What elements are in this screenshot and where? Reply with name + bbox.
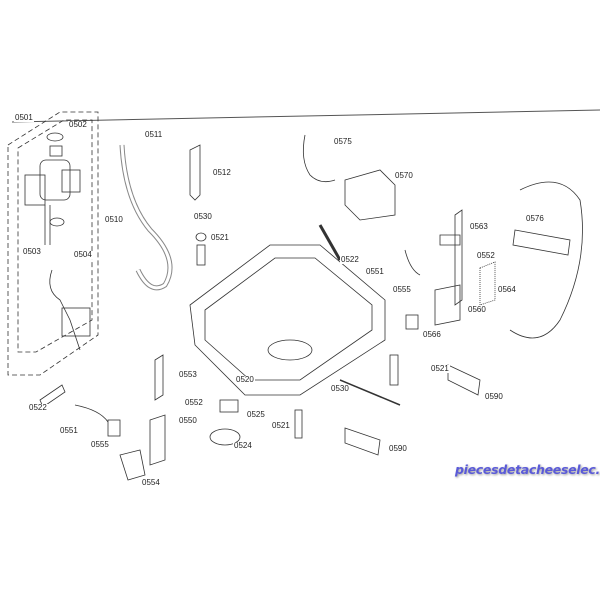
bracket-0553 xyxy=(154,354,164,401)
part-label: 0511 xyxy=(144,130,164,139)
part-label: 0553 xyxy=(178,370,198,379)
part-label: 0530 xyxy=(193,212,213,221)
part-label: 0503 xyxy=(22,247,42,256)
header-rule xyxy=(11,109,600,123)
water-valve-part xyxy=(24,132,81,245)
part-label: 0521 xyxy=(210,233,230,242)
hose-part xyxy=(119,144,173,291)
part-label: 0520 xyxy=(235,375,255,384)
part-label: 0575 xyxy=(333,137,353,146)
bracket-0550 xyxy=(149,414,166,466)
part-label: 0521 xyxy=(430,364,450,373)
part-label: 0560 xyxy=(467,305,487,314)
bracket-0560 xyxy=(434,284,461,326)
part-label: 0522 xyxy=(340,255,360,264)
part-label: 0510 xyxy=(104,215,124,224)
part-label: 0525 xyxy=(246,410,266,419)
part-label: 0555 xyxy=(90,440,110,449)
rod-0530 xyxy=(339,379,401,406)
switch-0566 xyxy=(405,314,419,330)
connector-0576 xyxy=(512,229,571,256)
part-label: 0524 xyxy=(233,441,253,450)
disc-0524 xyxy=(209,428,241,446)
part-label: 0590 xyxy=(388,444,408,453)
assembly-boundary xyxy=(7,111,99,376)
part-label: 0552 xyxy=(184,398,204,407)
part-0525 xyxy=(219,399,239,413)
bracket-0563 xyxy=(439,209,463,306)
part-label: 0590 xyxy=(484,392,504,401)
part-label: 0502 xyxy=(68,120,88,129)
grille-0590-b xyxy=(344,427,381,456)
screw-0521-b xyxy=(389,354,399,386)
grille-0590 xyxy=(447,364,481,396)
part-label: 0512 xyxy=(212,168,232,177)
rail-0522 xyxy=(318,224,342,261)
assembly-boundary-inner xyxy=(17,119,93,353)
inlet-block-part xyxy=(61,307,91,337)
screw-0521-c xyxy=(294,409,303,439)
part-label: 0504 xyxy=(73,250,93,259)
hose-part-inner xyxy=(120,144,172,290)
part-label: 0551 xyxy=(59,426,79,435)
cable-0551 xyxy=(404,249,421,276)
part-label: 0564 xyxy=(497,285,517,294)
bracket-0554 xyxy=(119,449,146,481)
part-label: 0566 xyxy=(422,330,442,339)
screw-0521 xyxy=(196,244,206,266)
part-label: 0576 xyxy=(525,214,545,223)
watermark: piecesdetacheeselec.com xyxy=(455,462,600,477)
grille-0564 xyxy=(479,261,496,306)
part-label: 0570 xyxy=(394,171,414,180)
harness-0576 xyxy=(509,181,583,339)
part-0555-b xyxy=(107,419,121,437)
part-label: 0555 xyxy=(392,285,412,294)
cable-0551-b xyxy=(74,404,109,423)
pump-part xyxy=(267,339,313,361)
part-label: 0551 xyxy=(365,267,385,276)
part-label: 0521 xyxy=(271,421,291,430)
cable-0575 xyxy=(302,134,336,183)
base-tub-part xyxy=(189,244,386,396)
part-label: 0522 xyxy=(28,403,48,412)
bracket-0512 xyxy=(189,144,201,201)
part-label: 0501 xyxy=(14,113,34,122)
base-tub-inner xyxy=(204,257,373,381)
part-label: 0530 xyxy=(330,384,350,393)
module-0570 xyxy=(344,169,396,221)
part-label: 0550 xyxy=(178,416,198,425)
inlet-hose-part xyxy=(49,269,81,351)
part-label: 0554 xyxy=(141,478,161,487)
part-label: 0563 xyxy=(469,222,489,231)
part-label: 0552 xyxy=(476,251,496,260)
